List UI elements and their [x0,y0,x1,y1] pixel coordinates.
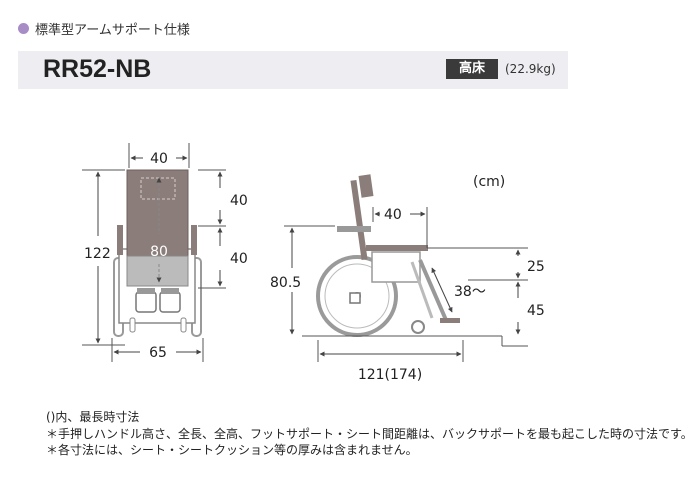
side-armrest-length: 40 [384,207,402,223]
spec-label-text: 標準型アームサポート仕様 [35,23,190,38]
side-total-length: 121(174) [358,367,422,383]
front-view-drawing [113,169,202,337]
side-unit-label: (cm) [473,174,505,190]
dimension-diagram: 40 122 80 40 40 65 [82,143,545,383]
note-line: ＊手押しハンドル高さ、全長、全高、フットサポート・シート間距離は、バックサポート… [46,426,693,441]
front-width-bottom: 65 [149,345,167,361]
side-view-drawing [312,174,470,337]
front-backrest-height: 40 [230,193,248,209]
front-height-total: 122 [84,246,111,262]
model-name: RR52-NB [43,55,152,83]
side-seat-floor-height: 45 [527,303,545,319]
side-footrest-distance: 38〜 [454,284,486,300]
notes: ()内、最長時寸法 ＊手押しハンドル高さ、全長、全高、フットサポート・シート間距… [46,409,693,459]
front-width-top: 40 [150,151,168,167]
type-badge: 高床 [446,59,498,79]
side-armrest-height: 25 [527,259,545,275]
front-seat-width: 80 [150,244,168,260]
note-line: ＊各寸法には、シート・シートクッション等の厚みは含まれません。 [46,443,418,457]
weight-text: (22.9kg) [505,62,556,76]
spec-label: 標準型アームサポート仕様 [18,19,190,38]
bullet-dot-icon [18,23,29,34]
front-seat-armrest: 40 [230,251,248,267]
note-line: ()内、最長時寸法 [46,410,140,424]
side-seat-height: 80.5 [270,275,301,291]
